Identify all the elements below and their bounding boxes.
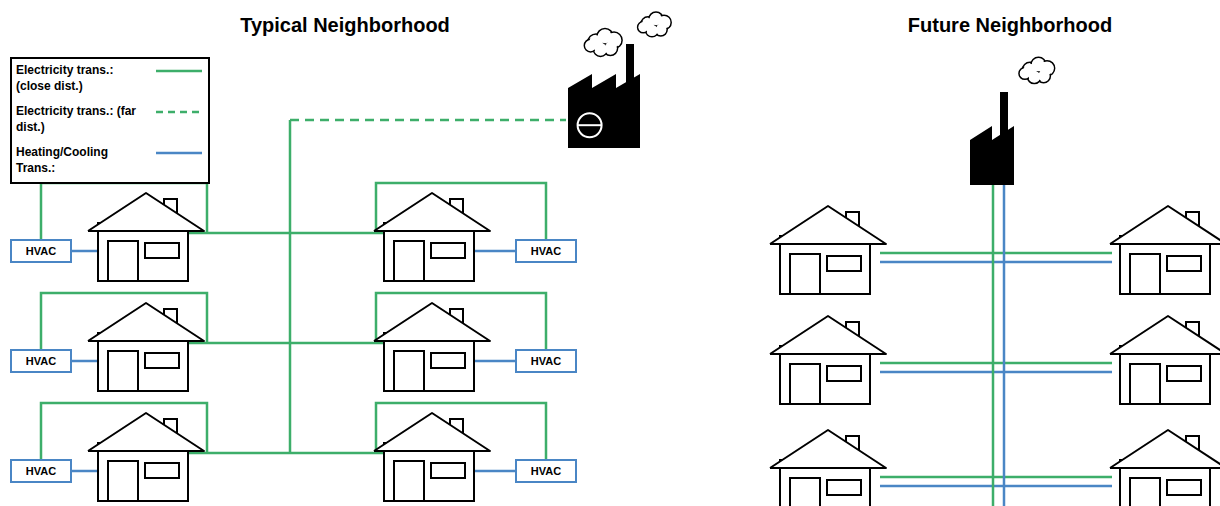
- hvac-box: HVAC: [10, 459, 72, 483]
- heating-cooling-line: [474, 470, 515, 473]
- hvac-label: HVAC: [531, 465, 561, 477]
- district-heating-cooling-line: [880, 371, 1112, 374]
- legend-entry: Heating/Cooling Trans.:: [12, 141, 208, 182]
- district-heating-cooling-trunk: [1003, 185, 1006, 506]
- distribution-trunk: [289, 120, 292, 453]
- heating-cooling-line: [474, 250, 515, 253]
- hvac-label: HVAC: [26, 245, 56, 257]
- house-icon: [374, 413, 490, 501]
- heating-cooling-line: [72, 360, 98, 363]
- hvac-box: HVAC: [515, 349, 577, 373]
- district-heating-cooling-line: [880, 485, 1112, 488]
- legend-entry: Electricity trans.: (close dist.): [12, 59, 208, 100]
- power-plant-icon: [568, 44, 640, 148]
- house-icon: [770, 316, 886, 404]
- hvac-box: HVAC: [515, 239, 577, 263]
- house-icon: [374, 193, 490, 281]
- house-icon: [770, 430, 886, 506]
- hvac-power-line: [41, 293, 207, 349]
- district-power-line: [880, 476, 1112, 479]
- house-icon: [374, 303, 490, 391]
- legend-text: Electricity trans.: (far dist.): [12, 100, 148, 135]
- hvac-label: HVAC: [531, 245, 561, 257]
- district-power-line: [880, 362, 1112, 365]
- legend-text: Heating/Cooling Trans.:: [12, 141, 148, 176]
- district-power-line: [880, 252, 1112, 255]
- heating-cooling-line: [72, 470, 98, 473]
- smoke-cloud: [584, 28, 622, 56]
- hvac-label: HVAC: [531, 355, 561, 367]
- service-line: [188, 232, 290, 235]
- hvac-label: HVAC: [26, 465, 56, 477]
- house-icon: [1110, 316, 1220, 404]
- house-icon: [1110, 206, 1220, 294]
- hvac-power-line: [41, 183, 207, 239]
- hvac-power-line: [41, 403, 207, 459]
- district-heating-cooling-line: [880, 261, 1112, 264]
- house-icon: [88, 303, 204, 391]
- house-icon: [88, 193, 204, 281]
- panel-title: Typical Neighborhood: [240, 14, 450, 37]
- district-power-trunk: [992, 185, 995, 506]
- service-line: [290, 452, 384, 455]
- house-icon: [770, 206, 886, 294]
- legend-box: Electricity trans.: (close dist.) Electri…: [10, 57, 210, 184]
- legend-entry: Electricity trans.: (far dist.): [12, 100, 208, 141]
- hvac-label: HVAC: [26, 355, 56, 367]
- smoke-cloud: [1019, 57, 1055, 83]
- smoke-cloud: [638, 12, 672, 37]
- heating-cooling-line: [474, 360, 515, 363]
- power-plant-icon: [970, 92, 1014, 185]
- panel-title: Future Neighborhood: [908, 14, 1112, 37]
- house-icon: [88, 413, 204, 501]
- hvac-box: HVAC: [10, 349, 72, 373]
- legend-text: Electricity trans.: (close dist.): [12, 59, 148, 94]
- legend-line-sample: [154, 106, 204, 118]
- hvac-box: HVAC: [10, 239, 72, 263]
- far-transmission-line: [290, 119, 566, 122]
- service-line: [188, 342, 290, 345]
- legend-line-sample: [154, 147, 204, 159]
- service-line: [290, 232, 384, 235]
- heating-cooling-line: [72, 250, 98, 253]
- legend-line-sample: [154, 65, 204, 77]
- service-line: [290, 342, 384, 345]
- hvac-box: HVAC: [515, 459, 577, 483]
- house-icon: [1110, 430, 1220, 506]
- service-line: [188, 452, 290, 455]
